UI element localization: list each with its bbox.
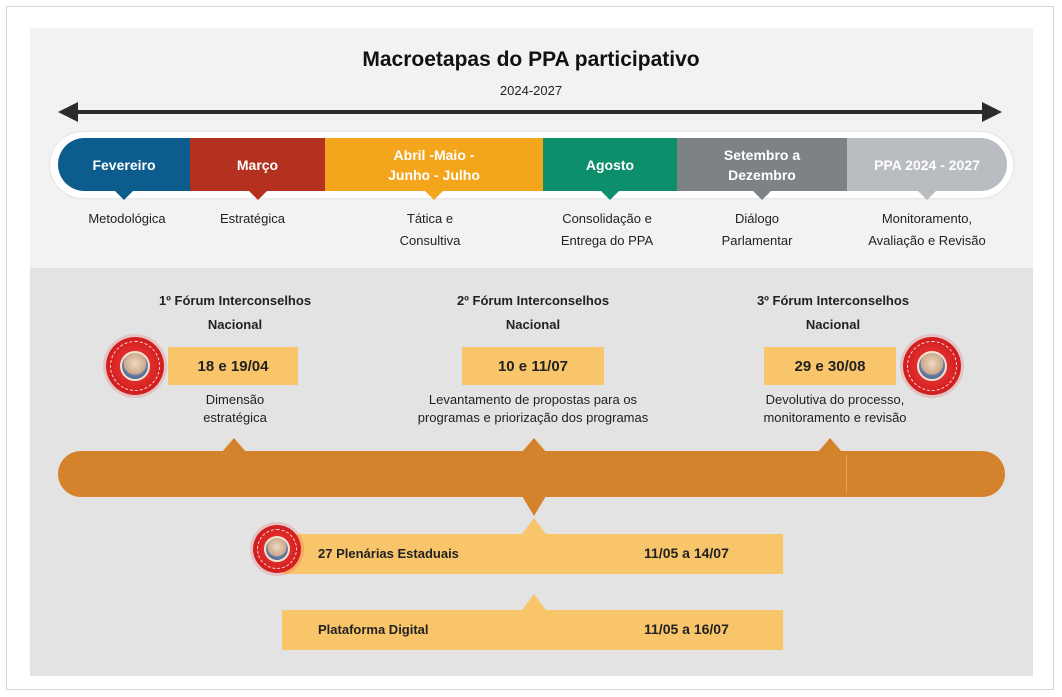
phase-abril-julho: Abril -Maio - Junho - Julho <box>325 138 543 200</box>
double-arrow-line <box>74 110 984 114</box>
forum-2-desc: Levantamento de propostas para os progra… <box>417 392 649 425</box>
phase-desc-monitoramento: Monitoramento, Avaliação e Revisão <box>868 211 986 248</box>
phase-agosto: Agosto <box>543 138 677 200</box>
row-2-pointer <box>522 594 546 610</box>
phase-ppa: PPA 2024 - 2027 <box>847 138 1007 200</box>
row-plataforma-label: Plataforma Digital <box>318 622 429 637</box>
forum-1-date: 18 e 19/04 <box>168 347 298 385</box>
phase-desc-tatica: Tática e Consultiva <box>399 211 461 248</box>
row-plenarias: 27 Plenárias Estaduais 11/05 a 14/07 <box>282 534 783 574</box>
phase-fevereiro: Fevereiro <box>58 138 190 200</box>
timeline-divider <box>846 455 847 493</box>
seal-icon <box>903 337 961 395</box>
phase-desc-metodologica: Metodológica <box>88 211 166 226</box>
timeline-pointer-1 <box>222 438 246 452</box>
page-subtitle: 2024-2027 <box>499 83 563 98</box>
forum-1-title: 1º Fórum Interconselhos Nacional <box>158 293 312 332</box>
forum-3-date: 29 e 30/08 <box>764 347 896 385</box>
forum-1-desc: Dimensão estratégica <box>203 392 267 425</box>
forum-3-title: 3º Fórum Interconselhos Nacional <box>756 293 910 332</box>
phase-desc-consolidacao: Consolidação e Entrega do PPA <box>560 211 654 248</box>
phase-desc-dialogo: Diálogo Parlamentar <box>721 211 793 248</box>
timeline-pointer-down <box>522 496 546 516</box>
arrow-left-icon <box>58 102 78 122</box>
arrow-right-icon <box>982 102 1002 122</box>
row-1-pointer <box>522 518 546 534</box>
row-plenarias-date: 11/05 a 14/07 <box>644 545 729 561</box>
forum-2-date: 10 e 11/07 <box>462 347 604 385</box>
phase-desc-estrategica: Estratégica <box>219 211 286 226</box>
row-plataforma: Plataforma Digital 11/05 a 16/07 <box>282 610 783 650</box>
phase-marco: Março <box>190 138 325 200</box>
forum-2-title: 2º Fórum Interconselhos Nacional <box>456 293 610 332</box>
timeline-pointer-3 <box>818 438 842 452</box>
row-plenarias-label: 27 Plenárias Estaduais <box>318 546 459 561</box>
timeline-pointer-2 <box>522 438 546 452</box>
page-title: Macroetapas do PPA participativo <box>362 48 700 71</box>
seal-icon <box>253 525 301 573</box>
forum-3-desc: Devolutiva do processo, monitoramento e … <box>763 392 907 425</box>
phase-setembro-dezembro: Setembro a Dezembro <box>677 138 847 200</box>
timeline-bar <box>58 451 1005 497</box>
row-plataforma-date: 11/05 a 16/07 <box>644 621 729 637</box>
seal-icon <box>106 337 164 395</box>
